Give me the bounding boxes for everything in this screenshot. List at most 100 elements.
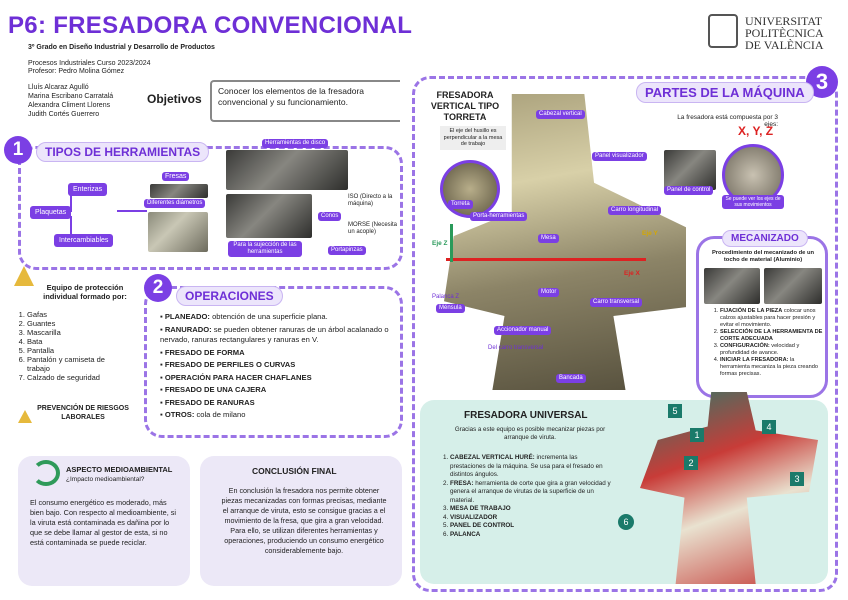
section-number: 1 [4, 136, 32, 164]
author: Alexandra Climent Llorens [28, 102, 111, 109]
carro-trans-chip: Carro transversal [590, 298, 643, 307]
section-title: PARTES DE LA MÁQUINA [636, 82, 814, 103]
operacion-item: FRESADO DE PERFILES O CURVAS [160, 360, 396, 371]
connector-line [117, 210, 147, 212]
epi-item: Calzado de seguridad [27, 373, 129, 382]
enterizas-chip: Enterizas [68, 183, 108, 196]
morse-text: MORSE (Necesita un acople) [348, 222, 398, 235]
iso-text: ISO (Directo a la máquina) [348, 194, 393, 207]
operacion-item: FRESADO DE UNA CAJERA [160, 385, 396, 396]
panel-control-photo [664, 150, 716, 190]
universal-item: PANEL DE CONTROL [450, 522, 612, 531]
ambiente-title: ASPECTO MEDIOAMBIENTAL [66, 465, 173, 474]
recycle-icon [32, 460, 60, 486]
degree-text: 3º Grado en Diseño Industrial y Desarrol… [28, 44, 215, 51]
discos-photo [226, 150, 348, 190]
axes-text: X, Y, Z [738, 124, 774, 138]
bancada-chip: Bancada [556, 374, 586, 383]
universal-title: FRESADORA UNIVERSAL [464, 410, 588, 421]
ejez-label: Eje Z [432, 240, 448, 247]
machine-name: FRESADORA VERTICAL TIPO TORRETA [430, 90, 500, 122]
operacion-item: RANURADO: se pueden obtener ranuras de u… [160, 325, 396, 346]
epi-item: Pantalla [27, 346, 129, 355]
ambiente-text: El consumo energético es moderado, más b… [30, 498, 177, 547]
mecanizado-step: CONFIGURACIÓN: velocidad y profundidad d… [720, 343, 824, 357]
del-carro-label: Del carro transversal [488, 345, 544, 351]
epi-item: Bata [27, 337, 129, 346]
cabezal-chip: Cabezal vertical [536, 110, 585, 119]
fresas-chip: Fresas [162, 172, 190, 181]
torreta-photo [440, 160, 500, 218]
universal-list: CABEZAL VERTICAL HURÉ: incrementa las pr… [444, 454, 612, 539]
objetivos-bracket [210, 80, 400, 122]
university-line: UNIVERSITAT [745, 14, 823, 28]
connector-line [70, 192, 72, 212]
universal-item: VISUALIZADOR [450, 514, 612, 523]
objetivos-text: Conocer los elementos de la fresadora co… [218, 86, 364, 107]
fresas-photo [150, 184, 208, 198]
sujecion-chip: Para la sujección de las herramientas [228, 241, 302, 257]
professor-text: Profesor: Pedro Molina Gómez [28, 68, 125, 75]
section-herramientas [18, 146, 403, 270]
mecanizado-steps: FIJACIÓN DE LA PIEZA colocar unos calzos… [716, 308, 824, 378]
mecanizado-photo [764, 268, 822, 304]
porta-chip: Porta-herramientas [470, 212, 528, 221]
section-title: OPERACIONES [176, 286, 283, 306]
epi-item: Pantalón y camiseta de trabajo [27, 355, 129, 373]
authors-list: Lluís Alcaraz Agulló Marina Escribano Ca… [28, 83, 113, 119]
axis-x-arrow [446, 258, 646, 261]
universal-intro: Gracias a este equipo es posible mecaniz… [454, 426, 606, 441]
university-line: POLITÈCNICA [745, 26, 824, 40]
intercambiables-chip: Intercambiables [54, 234, 114, 247]
author: Lluís Alcaraz Agulló [28, 84, 89, 91]
torreta-chip: Torreta [448, 200, 473, 209]
mensula-chip: Ménsula [436, 304, 465, 313]
conos-photo [226, 194, 312, 238]
university-name: UNIVERSITAT POLITÈCNICA DE VALÈNCIA [745, 15, 824, 51]
university-line: DE VALÈNCIA [745, 38, 824, 52]
conclusion-text: En conclusión la fresadora nos permite o… [221, 486, 387, 555]
epi-title: Equipo de protección individual formado … [43, 283, 127, 301]
author: Judith Cortés Guerrero [28, 111, 100, 118]
epi-item: Gafas [27, 310, 129, 319]
panelctrl-chip: Panel de control [664, 186, 714, 195]
operacion-item: OTROS: cola de milano [160, 410, 396, 421]
operaciones-list: PLANEADO: obtención de una superficie pl… [160, 312, 396, 423]
mesa-chip: Mesa [538, 234, 559, 243]
section-title: TIPOS DE HERRAMIENTAS [36, 142, 210, 162]
marker: 4 [762, 420, 776, 434]
universal-item: CABEZAL VERTICAL HURÉ: incrementa las pr… [450, 454, 612, 480]
conos-chip: Conos [318, 212, 342, 221]
connector-line [70, 216, 72, 236]
objetivos-label: Objetivos [147, 92, 202, 106]
eje-note: El eje del husillo es perpendicular a la… [440, 126, 506, 150]
marker: 5 [668, 404, 682, 418]
mecanizado-step: SELECCIÓN DE LA HERRAMIENTA DE CORTE ADE… [720, 329, 824, 343]
epi-item: Guantes [27, 319, 129, 328]
plaquetas-chip: Plaquetas [30, 206, 72, 219]
epi-item: Mascarilla [27, 328, 129, 337]
marker: 6 [618, 514, 634, 530]
operacion-item: OPERACIÓN PARA HACER CHAFLANES [160, 373, 396, 384]
riesgos-text: PREVENCIÓN DE RIESGOS LABORALES [37, 405, 129, 421]
universal-item: FRESA: herramienta de corte que gira a g… [450, 480, 612, 506]
page-title: P6: FRESADORA CONVENCIONAL [8, 12, 413, 39]
accionador-chip: Accionador manual [494, 326, 552, 335]
discos-chip: Herramientas de disco [262, 139, 329, 148]
ejex-label: Eje X [624, 270, 640, 277]
operacion-item: FRESADO DE FORMA [160, 348, 396, 359]
mecanizado-proc: Procedimiento del mecanizado de un tocho… [711, 250, 815, 263]
ejey-label: Eje Y [642, 230, 658, 237]
conclusion-panel [200, 456, 402, 586]
universal-item: MESA DE TRABAJO [450, 505, 612, 514]
remote-chip: Se puede ver los ejes de sus movimientos [722, 195, 784, 209]
motor-chip: Motor [538, 288, 560, 297]
conclusion-title: CONCLUSIÓN FINAL [252, 466, 337, 476]
palanca-label: Palanca Z [432, 294, 460, 300]
section-partes [412, 76, 838, 592]
portapinzas-chip: Portapinzas [328, 246, 366, 255]
operacion-item: FRESADO DE RANURAS [160, 398, 396, 409]
panel-chip: Panel visualizador [592, 152, 647, 161]
operacion-item: PLANEADO: obtención de una superficie pl… [160, 312, 396, 323]
mecanizado-step: FIJACIÓN DE LA PIEZA colocar unos calzos… [720, 308, 824, 329]
